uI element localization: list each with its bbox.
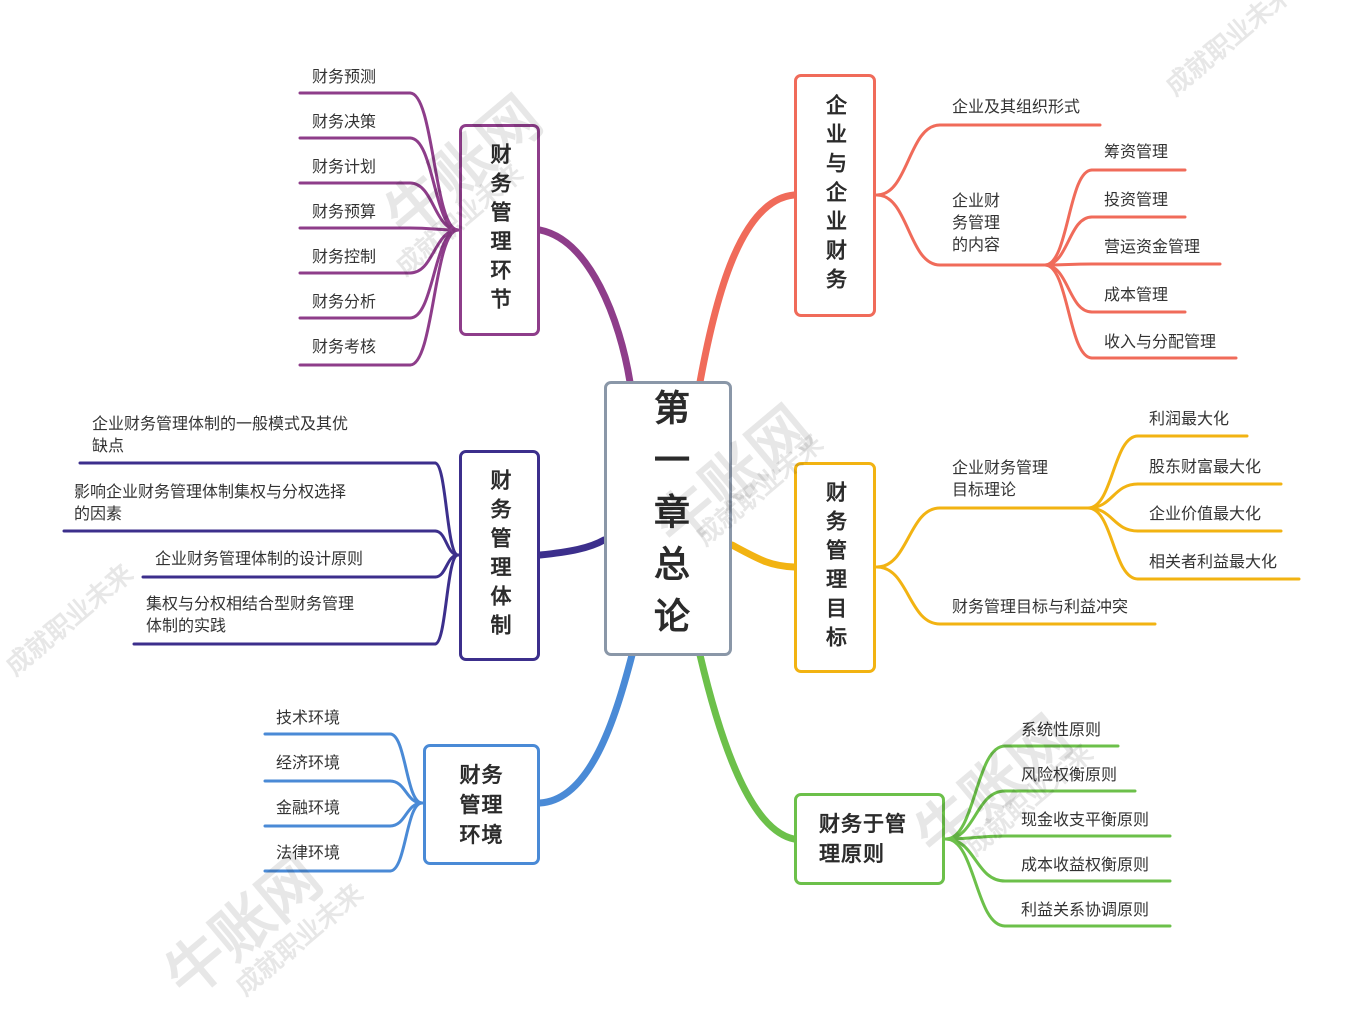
connector-lines [62,91,1301,928]
connector-leaf [1043,263,1094,314]
leaf-huanjie[interactable]: 财务计划 [312,157,377,176]
leaf-tizhi[interactable]: 集权与分权相结合型财务管理 体制的实践 [146,594,355,635]
connector-main [696,191,798,386]
leaf-qiye-sub[interactable]: 筹资管理 [1104,142,1169,161]
connector-leaf [944,837,1007,928]
connector-main [696,651,798,843]
leaf-huanjie[interactable]: 财务控制 [312,247,377,266]
leaf-mubiao-sub[interactable]: 利润最大化 [1149,409,1230,428]
leaf-yuanze[interactable]: 系统性原则 [1021,720,1102,739]
leaf-tizhi[interactable]: 企业财务管理体制的设计原则 [155,549,364,568]
leaf-huanjie[interactable]: 财务分析 [312,292,377,311]
connector-main [536,226,634,386]
connector-leaf [1043,168,1094,267]
leaf-huanjie[interactable]: 财务考核 [312,337,377,356]
leaf-huanjing[interactable]: 金融环境 [276,798,341,817]
connector-main [536,536,608,559]
leaf-huanjie[interactable]: 财务决策 [312,112,377,131]
leaf-huanjie[interactable]: 财务预算 [312,202,377,221]
connector-leaf [875,193,942,267]
connector-main [536,651,636,807]
connector-leaf [875,123,942,197]
connector-leaf [1043,215,1094,267]
connector-leaf [388,732,424,805]
mind-map: 第一章总论 财务管理环节 财务管理体制 财务 管理 环境 企业与企业财务 财务管… [0,0,1301,1012]
branch-mubiao[interactable]: 财务管理目标 [794,462,876,673]
leaf-huanjie[interactable]: 财务预测 [312,67,377,86]
leaf-tizhi[interactable]: 影响企业财务管理体制集权与分权选择 的因素 [74,482,347,523]
connector-leaf [433,553,460,646]
connector-leaf [1086,506,1140,581]
connector-leaf [433,461,460,557]
leaf-qiye-sub[interactable]: 收入与分配管理 [1104,332,1217,351]
branch-huanjing[interactable]: 财务 管理 环境 [423,744,540,865]
leaf-huanjing[interactable]: 技术环境 [276,708,341,727]
leaf-huanjing[interactable]: 法律环境 [276,843,341,862]
leaf-tizhi[interactable]: 企业财务管理体制的一般模式及其优 缺点 [92,414,349,455]
leaf-mubiao-sub[interactable]: 股东财富最大化 [1149,457,1262,476]
leaf-mubiao[interactable]: 企业财务管理 目标理论 [952,458,1049,499]
connector-leaf [408,228,460,367]
leaf-yuanze[interactable]: 成本收益权衡原则 [1021,855,1150,874]
connector-leaf [944,744,1007,841]
leaf-qiye-sub[interactable]: 投资管理 [1104,190,1169,209]
leaf-mubiao-sub[interactable]: 企业价值最大化 [1149,504,1262,523]
connector-leaf [1086,434,1140,510]
connector-leaf [944,789,1007,841]
leaf-mubiao[interactable]: 财务管理目标与利益冲突 [952,597,1129,616]
connector-leaf [875,506,942,569]
branch-huanjie[interactable]: 财务管理环节 [459,124,540,336]
leaf-huanjing[interactable]: 经济环境 [276,753,341,772]
leaf-mubiao-sub[interactable]: 相关者利益最大化 [1149,552,1278,571]
branch-yuanze[interactable]: 财务于管 理原则 [794,793,945,885]
connector-leaf [1043,263,1094,360]
connector-leaf [388,801,424,873]
leaf-qiye[interactable]: 企业及其组织形式 [952,97,1081,116]
connector-main [728,541,798,571]
leaf-qiye-sub[interactable]: 营运资金管理 [1104,237,1201,256]
leaf-qiye[interactable]: 企业财 务管理 的内容 [952,191,1001,254]
leaf-yuanze[interactable]: 现金收支平衡原则 [1021,810,1150,829]
leaf-yuanze[interactable]: 风险权衡原则 [1021,765,1118,784]
branch-qiye[interactable]: 企业与企业财务 [794,74,876,317]
central-topic[interactable]: 第一章总论 [604,381,732,656]
connector-leaf [408,136,460,232]
connector-leaf [1043,262,1094,267]
connector-leaf [875,565,942,626]
branch-tizhi[interactable]: 财务管理体制 [459,450,540,661]
leaf-qiye-sub[interactable]: 成本管理 [1104,285,1169,304]
connector-leaf [944,837,1007,883]
leaf-yuanze[interactable]: 利益关系协调原则 [1021,900,1150,919]
